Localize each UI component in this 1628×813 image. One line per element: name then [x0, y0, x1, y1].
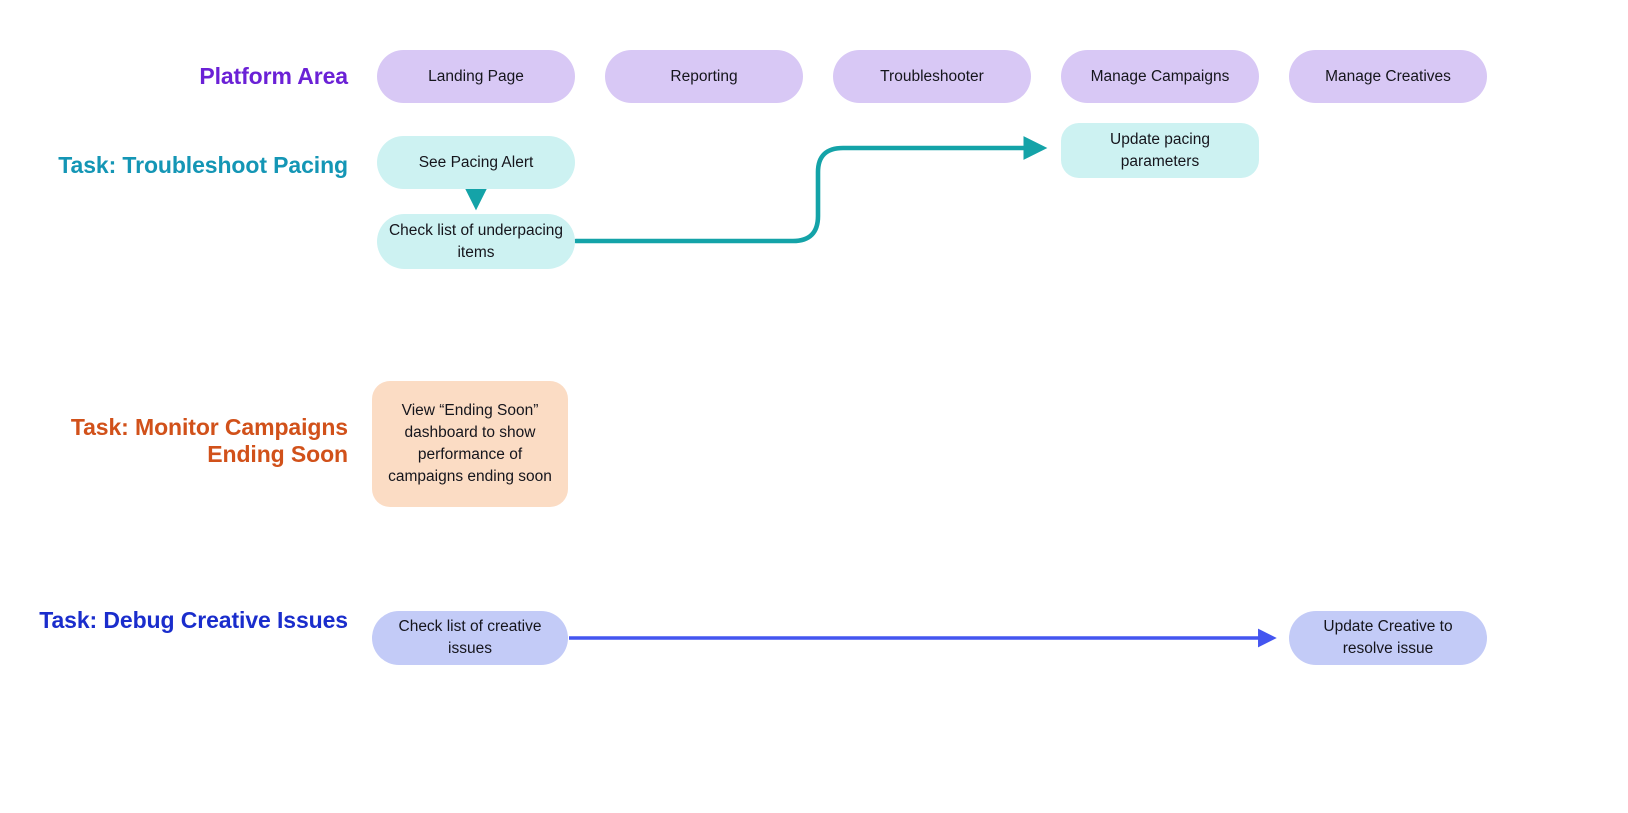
- node-update-pacing-parameters[interactable]: Update pacing parameters: [1061, 123, 1259, 178]
- connector-checklist-to-update-pacing: [573, 136, 1048, 244]
- node-see-pacing-alert[interactable]: See Pacing Alert: [377, 136, 575, 189]
- node-view-ending-soon-dashboard[interactable]: View “Ending Soon” dashboard to show per…: [372, 381, 568, 507]
- platform-area-manage-campaigns[interactable]: Manage Campaigns: [1061, 50, 1259, 103]
- row-label-platform-area: Platform Area: [199, 63, 348, 89]
- node-update-creative-resolve-issue[interactable]: Update Creative to resolve issue: [1289, 611, 1487, 665]
- row-label-troubleshoot-pacing: Task: Troubleshoot Pacing: [58, 152, 348, 178]
- row-label-debug-creative-issues: Task: Debug Creative Issues: [39, 607, 348, 633]
- platform-area-manage-creatives[interactable]: Manage Creatives: [1289, 50, 1487, 103]
- row-label-monitor-campaigns-ending-soon: Task: Monitor Campaigns Ending Soon: [70, 414, 348, 468]
- platform-area-reporting[interactable]: Reporting: [605, 50, 803, 103]
- node-check-list-underpacing-items[interactable]: Check list of underpacing items: [377, 214, 575, 269]
- platform-area-landing-page[interactable]: Landing Page: [377, 50, 575, 103]
- platform-area-troubleshooter[interactable]: Troubleshooter: [833, 50, 1031, 103]
- node-check-list-creative-issues[interactable]: Check list of creative issues: [372, 611, 568, 665]
